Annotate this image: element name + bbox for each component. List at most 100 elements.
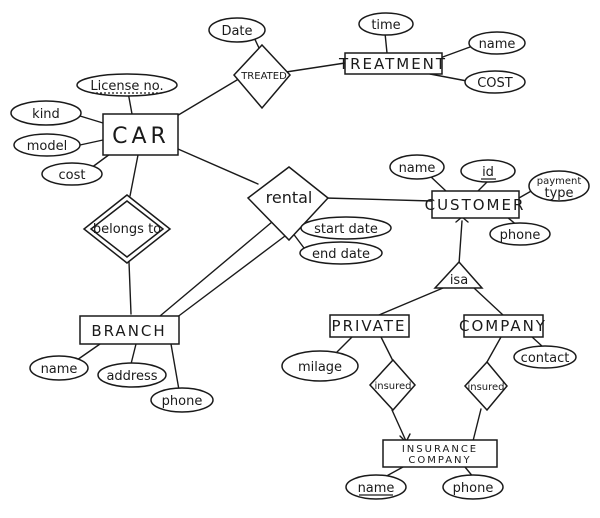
- attribute-insurance-phone: phone: [442, 474, 504, 500]
- attribute-model-oval: [13, 133, 81, 157]
- line-branch-name: [76, 343, 101, 361]
- line-car-treated: [174, 73, 248, 118]
- attribute-payment-type: payment type: [528, 170, 590, 202]
- relationship-rental: rental: [246, 166, 330, 242]
- entity-private: PRIVATE: [329, 314, 410, 338]
- attribute-date-label: Date: [221, 24, 252, 39]
- entity-private-label: PRIVATE: [332, 317, 407, 335]
- line-branch-phone: [170, 343, 180, 391]
- entity-customer: CUSTOMER: [425, 190, 526, 219]
- relationship-isa-label: isa: [450, 273, 468, 288]
- entity-company-box: [463, 314, 544, 338]
- attribute-milage-oval: [281, 350, 359, 382]
- attribute-license-no-label: License no.: [90, 79, 163, 94]
- attribute-car-cost-oval: [41, 162, 103, 186]
- line-rental-customer: [324, 197, 433, 202]
- attribute-branch-name-label: name: [41, 362, 78, 377]
- attribute-address-oval: [97, 362, 167, 388]
- attribute-customer-name-label: name: [399, 161, 436, 176]
- entity-company-label: COMPANY: [459, 317, 547, 335]
- attribute-model-label: model: [27, 139, 67, 154]
- entity-customer-box: [431, 190, 520, 219]
- line-car-kind: [79, 115, 104, 124]
- entity-insurance-company-box: [382, 439, 498, 468]
- line-isa-private: [378, 287, 444, 316]
- line-treatment-time: [384, 32, 388, 54]
- attribute-license-no-oval: [76, 73, 178, 97]
- attribute-end-date-oval: [299, 241, 383, 265]
- attribute-contact: contact: [513, 345, 577, 369]
- line-customer-name: [429, 175, 448, 193]
- attribute-treatment-cost: COST: [464, 70, 526, 94]
- relationship-insured-private-diamond: [368, 358, 416, 412]
- attribute-branch-phone-oval: [150, 387, 214, 413]
- line-car-rental: [177, 148, 259, 185]
- entity-branch-box: [79, 315, 180, 345]
- attribute-branch-phone-label: phone: [162, 394, 203, 409]
- attribute-branch-phone: phone: [150, 387, 214, 413]
- line-isa-customer: [458, 220, 463, 265]
- entity-branch-label: BRANCH: [91, 322, 166, 340]
- entity-private-box: [329, 314, 410, 338]
- relationship-rental-label: rental: [266, 188, 313, 207]
- attribute-license-no: License no.: [76, 73, 178, 97]
- attribute-insurance-name-label: name: [358, 481, 395, 496]
- attribute-branch-name-oval: [29, 355, 89, 381]
- attribute-kind-oval: [10, 100, 82, 126]
- line-treatment-name: [439, 46, 471, 59]
- attribute-treatment-name-label: name: [479, 37, 516, 52]
- entity-car-label: CAR: [112, 124, 170, 149]
- relationship-insured-company-label: insured: [467, 382, 504, 393]
- attribute-milage: milage: [281, 350, 359, 382]
- attribute-insurance-phone-oval: [442, 474, 504, 500]
- relationship-isa: isa: [433, 260, 484, 289]
- entity-treatment-box: [344, 52, 443, 75]
- line-car-cost: [90, 153, 111, 169]
- attribute-insurance-name: name: [345, 474, 407, 500]
- attribute-branch-name: name: [29, 355, 89, 381]
- attribute-customer-phone: phone: [489, 222, 551, 246]
- attribute-time-label: time: [371, 18, 400, 33]
- relationship-treated-label: TREATED: [240, 71, 287, 82]
- attribute-insurance-name-oval: [345, 474, 407, 500]
- attribute-model: model: [13, 133, 81, 157]
- relationship-belongs-to-inner: [89, 200, 165, 258]
- attribute-date: Date: [208, 17, 266, 43]
- attribute-kind: kind: [10, 100, 82, 126]
- entity-car-box: [102, 113, 179, 156]
- line-belongs-branch: [128, 261, 132, 315]
- attribute-date-oval: [208, 17, 266, 43]
- line-company-insured: [486, 336, 502, 363]
- relationship-treated-diamond: [232, 43, 292, 110]
- attribute-end-date: end date: [299, 241, 383, 265]
- entity-customer-label: CUSTOMER: [425, 196, 526, 214]
- relationship-belongs-to-label: belongs to: [93, 222, 161, 237]
- attribute-address: address: [97, 362, 167, 388]
- entity-treatment-label: TREATMENT: [338, 55, 447, 73]
- line-private-insured: [380, 336, 394, 362]
- relationship-treated: TREATED: [232, 43, 292, 110]
- attribute-payment-type-oval: [528, 170, 590, 202]
- line-branch-address: [130, 343, 137, 365]
- attribute-kind-label: kind: [32, 107, 60, 122]
- line-private-milage: [336, 335, 354, 353]
- line-rental-branch-2: [175, 235, 286, 319]
- attribute-car-cost-label: cost: [59, 168, 86, 183]
- line-treated-treatment: [285, 62, 346, 73]
- attribute-start-date: start date: [300, 216, 392, 240]
- attribute-customer-name: name: [389, 154, 445, 180]
- relationship-belongs-to: belongs to: [82, 194, 172, 264]
- entity-insurance-company: INSURANCE COMPANY: [382, 439, 498, 468]
- attribute-treatment-cost-label: COST: [477, 76, 513, 91]
- attribute-milage-label: milage: [298, 360, 342, 375]
- entity-insurance-label-line1: INSURANCE: [402, 444, 478, 455]
- entity-branch: BRANCH: [79, 315, 180, 345]
- attribute-start-date-oval: [300, 216, 392, 240]
- entity-insurance-label-line2: COMPANY: [408, 455, 471, 466]
- attribute-contact-label: contact: [521, 351, 570, 366]
- attribute-payment-type-label-line1: payment: [537, 176, 582, 187]
- relationship-insured-private-label: insured: [374, 381, 411, 392]
- line-car-model: [79, 139, 104, 146]
- attribute-payment-type-label-line2: type: [544, 186, 573, 201]
- attribute-id-label: id: [482, 165, 494, 180]
